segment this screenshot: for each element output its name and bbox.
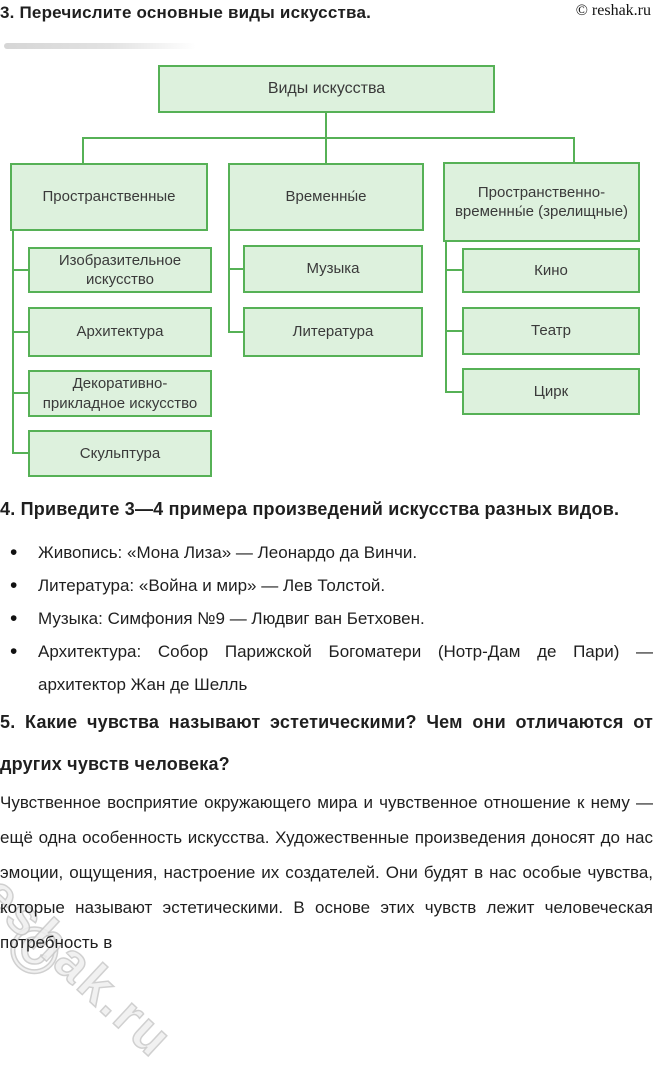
connector-col3-stub-2	[445, 330, 464, 332]
question5-answer-paragraph: Чувственное восприятие окружающего мира …	[0, 793, 653, 952]
answers-section: 4. Приведите 3—4 примера произведений ис…	[0, 488, 653, 960]
connector-left-drop	[82, 137, 84, 165]
diagram-root-box: Виды искусства	[158, 65, 495, 113]
connector-col1-stub-1	[12, 269, 30, 271]
diagram-col1-header-box: Пространственные	[10, 163, 208, 231]
connector-col2-stub-1	[228, 268, 245, 270]
diagram-col3-header-box: Пространственно-временны́е (зрелищные)	[443, 162, 640, 242]
diagram-box-sculpture: Скульптура	[28, 430, 212, 477]
question3-title: 3. Перечислите основные виды искусства.	[0, 3, 372, 22]
connector-col1-stub-4	[12, 452, 30, 454]
diagram-box-theatre: Театр	[462, 307, 640, 355]
list-item-painting: Живопись: «Мона Лиза» — Леонардо да Винч…	[0, 536, 653, 569]
diagram-box-music: Музыка	[243, 245, 423, 293]
connector-col1-stub-2	[12, 331, 30, 333]
diagram-box-cinema: Кино	[462, 248, 640, 293]
page-header: 3. Перечислите основные виды искусства. …	[0, 0, 653, 23]
diagram-box-architecture: Архитектура	[28, 307, 212, 357]
connector-col2-trunk	[228, 230, 230, 333]
connector-col1-trunk	[12, 230, 14, 454]
connector-col3-stub-3	[445, 391, 464, 393]
diagram-box-literature: Литература	[243, 307, 423, 357]
copyright-note: © reshak.ru	[575, 2, 651, 19]
connector-root-vertical	[325, 113, 327, 165]
connector-right-drop	[573, 137, 575, 164]
question4-examples-list: Живопись: «Мона Лиза» — Леонардо да Винч…	[0, 536, 653, 701]
list-item-music: Музыка: Симфония №9 — Людвиг ван Бетхове…	[0, 602, 653, 635]
diagram-col2-header-box: Временны́е	[228, 163, 424, 231]
connector-main-horizontal	[82, 137, 575, 139]
connector-col3-trunk	[445, 242, 447, 392]
scan-smudge-bar	[4, 43, 196, 49]
watermark-copyright-icon: ©	[9, 912, 59, 988]
diagram-box-circus: Цирк	[462, 368, 640, 415]
question5-title: 5. Какие чувства называют эстетическими?…	[0, 712, 653, 774]
list-item-architecture: Архитектура: Собор Парижской Богоматери …	[0, 635, 653, 701]
list-item-literature: Литература: «Война и мир» — Лев Толстой.	[0, 569, 653, 602]
question4-title: 4. Приведите 3—4 примера произведений ис…	[0, 499, 620, 519]
diagram-box-fine-art: Изобразительное искусство	[28, 247, 212, 293]
connector-col1-stub-3	[12, 392, 30, 394]
diagram-box-decorative-art: Декоративно-прикладное искусство	[28, 370, 212, 417]
connector-col3-stub-1	[445, 269, 464, 271]
connector-col2-stub-2	[228, 331, 245, 333]
art-types-diagram: Виды искусства Пространственные Временны…	[0, 0, 653, 490]
